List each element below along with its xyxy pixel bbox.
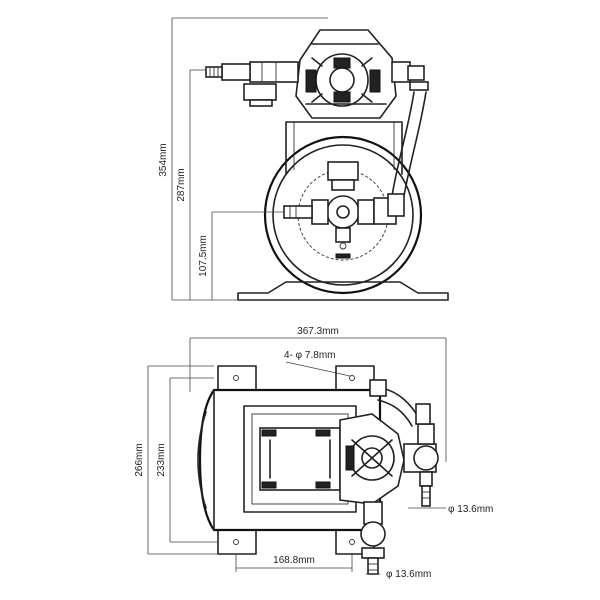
tank-manifold [283, 161, 405, 259]
top-outlet-assembly [403, 423, 439, 507]
head-inlet-fitting [205, 61, 299, 107]
hole-spec-label: 4- φ 7.8mm [284, 350, 336, 361]
overall-height-label: 354mm [158, 143, 169, 176]
inlet-dia-label: φ 13.6mm [386, 569, 431, 580]
bypass-hose [391, 91, 427, 197]
tank-outer-circle [263, 135, 423, 295]
mount-depth-label: 233mm [156, 443, 167, 476]
mount-foot-bottom-left [217, 529, 257, 555]
outlet-dia-label: φ 13.6mm [448, 504, 493, 515]
top-inlet-assembly [360, 501, 386, 575]
base-foot [237, 281, 449, 301]
overall-depth-label: 266mm [134, 443, 145, 476]
top-view: 367.3mm 4- φ 7.8mm [134, 326, 493, 580]
pump-head-plan [339, 413, 405, 505]
mount-foot-top-right [335, 365, 375, 391]
tank-inner-circle [272, 144, 414, 286]
mount-spacing-label: 168.8mm [273, 555, 315, 566]
pump-head [295, 29, 397, 119]
mount-foot-top-left [217, 365, 257, 391]
inlet-height-label: 107.5mm [198, 235, 209, 277]
overall-length-label: 367.3mm [297, 326, 339, 337]
bypass-hose-plan [369, 379, 431, 427]
front-view: 354mm 287mm 107.5mm [158, 17, 449, 301]
motor-height-label: 287mm [176, 168, 187, 201]
motor-body-plan [259, 427, 341, 491]
front-dimensions [171, 17, 328, 301]
head-outlet-fitting [391, 61, 429, 91]
